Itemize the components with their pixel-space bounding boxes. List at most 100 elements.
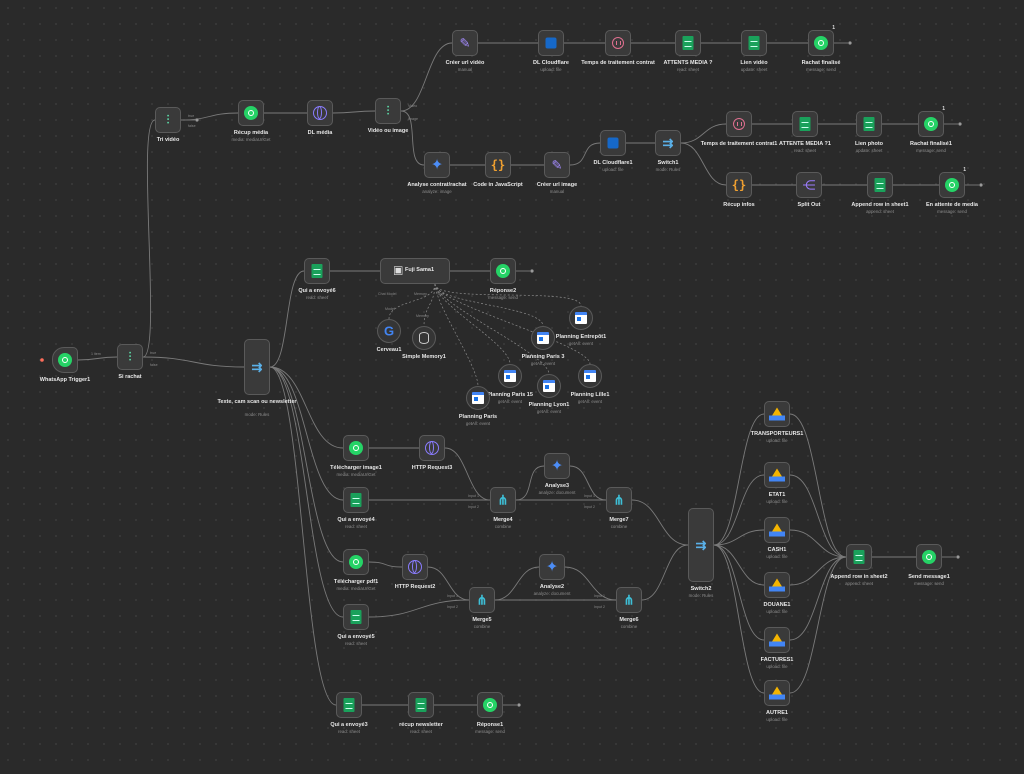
connection[interactable]	[77, 356, 118, 361]
sub-connection[interactable]	[388, 283, 436, 320]
node-send-msg[interactable]	[916, 544, 942, 570]
connection[interactable]	[713, 544, 765, 641]
node-qui-envoye5[interactable]	[343, 604, 369, 630]
node-attents-media[interactable]	[675, 30, 701, 56]
add-node-plus-handle[interactable]	[195, 118, 199, 122]
connection[interactable]	[427, 566, 470, 601]
connection[interactable]	[789, 556, 847, 586]
connection[interactable]	[564, 566, 617, 601]
node-douane[interactable]	[764, 572, 790, 598]
node-plan-paris15[interactable]	[498, 364, 522, 388]
connection[interactable]	[569, 465, 607, 501]
connection[interactable]	[680, 123, 727, 144]
node-switch2[interactable]: ⇉	[688, 508, 714, 582]
connection[interactable]	[368, 561, 403, 568]
node-lien-video[interactable]	[741, 30, 767, 56]
connection[interactable]	[789, 556, 847, 694]
connection[interactable]	[142, 356, 245, 368]
node-plan-lille[interactable]	[578, 364, 602, 388]
sub-connection[interactable]	[434, 283, 550, 375]
connection[interactable]	[368, 599, 470, 618]
node-split-out[interactable]: ⋲	[796, 172, 822, 198]
connection[interactable]	[400, 110, 425, 166]
connection[interactable]	[631, 499, 689, 546]
node-attents-media1[interactable]	[792, 111, 818, 137]
node-dl-media[interactable]	[307, 100, 333, 126]
node-plan-paris3[interactable]	[531, 326, 555, 350]
node-cerveau[interactable]: G	[377, 319, 401, 343]
node-memory[interactable]	[412, 326, 436, 350]
node-switch1[interactable]: ⇉	[655, 130, 681, 156]
connection[interactable]	[713, 413, 765, 546]
node-cash[interactable]	[764, 517, 790, 543]
node-etat[interactable]	[764, 462, 790, 488]
node-recup-media[interactable]	[238, 100, 264, 126]
node-reponse2[interactable]	[490, 258, 516, 284]
node-tri-video[interactable]: ⫶	[155, 107, 181, 133]
connection[interactable]	[641, 544, 689, 601]
connection[interactable]	[789, 474, 847, 558]
connection[interactable]	[269, 366, 344, 449]
node-rachat-finalise[interactable]: 1	[808, 25, 835, 56]
node-plan-entrepot[interactable]	[569, 306, 593, 330]
node-telech-pdf[interactable]	[343, 549, 369, 575]
node-temps-trait[interactable]	[605, 30, 631, 56]
node-creer-url-video[interactable]: ✎	[452, 30, 478, 56]
node-reponse1[interactable]	[477, 692, 503, 718]
node-telech-image[interactable]	[343, 435, 369, 461]
sub-connection[interactable]	[434, 283, 544, 327]
sub-connection[interactable]	[434, 283, 511, 365]
node-qui-envoye6[interactable]	[304, 258, 330, 284]
connection[interactable]	[789, 556, 847, 641]
connection[interactable]	[789, 529, 847, 558]
sub-connection[interactable]	[434, 283, 582, 307]
node-http3[interactable]	[419, 435, 445, 461]
connection[interactable]	[269, 366, 337, 706]
node-si-rachat[interactable]: ⫶	[117, 344, 143, 370]
node-lien-photo[interactable]	[856, 111, 882, 137]
connection[interactable]	[444, 447, 491, 501]
connection[interactable]	[680, 142, 727, 186]
node-autre[interactable]	[764, 680, 790, 706]
node-analyse-contrat[interactable]: ✦	[424, 152, 450, 178]
add-node-plus-handle[interactable]	[979, 183, 983, 187]
node-plan-paris[interactable]	[466, 386, 490, 410]
connection[interactable]	[713, 474, 765, 546]
node-temps-trait1[interactable]	[726, 111, 752, 137]
connection[interactable]	[269, 366, 344, 563]
sub-connection[interactable]	[434, 283, 591, 365]
node-analyse3[interactable]: ✦	[544, 453, 570, 479]
node-merge5[interactable]: ⋔	[469, 587, 495, 613]
node-recup-infos[interactable]: {}	[726, 172, 752, 198]
node-dl-cloudflare[interactable]	[538, 30, 564, 56]
node-creer-url-image[interactable]: ✎	[544, 152, 570, 178]
connection[interactable]	[332, 110, 376, 114]
node-append-sheet2[interactable]	[846, 544, 872, 570]
node-append-sheet1[interactable]	[867, 172, 893, 198]
node-recup-news[interactable]	[408, 692, 434, 718]
add-node-plus-handle[interactable]	[517, 703, 521, 707]
sub-connection[interactable]	[434, 283, 479, 387]
connection[interactable]	[515, 465, 545, 501]
node-code-js[interactable]: {}	[485, 152, 511, 178]
connection[interactable]	[494, 566, 540, 601]
node-merge6[interactable]: ⋔	[616, 587, 642, 613]
add-node-plus-handle[interactable]	[958, 122, 962, 126]
connection[interactable]	[789, 413, 847, 558]
node-rachat-finalise1[interactable]: 1	[918, 106, 945, 137]
connection[interactable]	[269, 270, 305, 368]
connection[interactable]	[269, 366, 344, 501]
node-http2[interactable]	[402, 554, 428, 580]
node-merge7[interactable]: ⋔	[606, 487, 632, 513]
node-texte[interactable]: ⇉	[244, 339, 270, 395]
node-video-ou-image[interactable]: ⫶	[375, 98, 401, 124]
node-merge4[interactable]: ⋔	[490, 487, 516, 513]
add-node-plus-handle[interactable]	[956, 555, 960, 559]
connection[interactable]	[569, 142, 601, 166]
node-qui-envoye3[interactable]	[336, 692, 362, 718]
connection[interactable]	[142, 119, 156, 358]
node-factures[interactable]	[764, 627, 790, 653]
add-node-plus-handle[interactable]	[848, 41, 852, 45]
node-fuji[interactable]: ▣Fuji Sama1	[380, 258, 450, 284]
node-analyse2[interactable]: ✦	[539, 554, 565, 580]
